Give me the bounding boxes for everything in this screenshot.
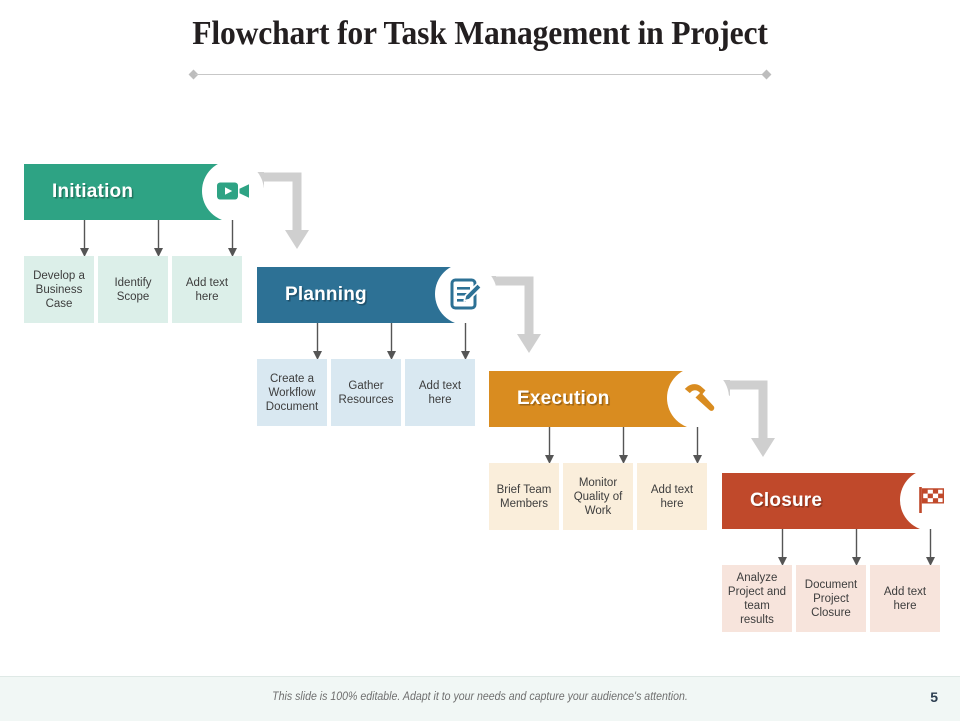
tick-arrow-planning-3: [460, 323, 471, 361]
page-title: Flowchart for Task Management in Project: [192, 15, 768, 52]
phase-initiation-item-3[interactable]: Add text here: [172, 256, 242, 323]
phase-execution-label: Execution: [517, 388, 610, 409]
phase-initiation-item-1[interactable]: Develop a Business Case: [24, 256, 94, 323]
tick-arrow-initiation-2: [153, 220, 164, 258]
phase-execution-item-3[interactable]: Add text here: [637, 463, 707, 530]
phase-initiation-label: Initiation: [52, 181, 134, 202]
phase-closure-item-2[interactable]: Document Project Closure: [796, 565, 866, 632]
phase-execution-item-1[interactable]: Brief Team Members: [489, 463, 559, 530]
phase-closure-item-3[interactable]: Add text here: [870, 565, 940, 632]
tick-arrow-closure-3: [925, 529, 936, 567]
tick-arrow-planning-2: [386, 323, 397, 361]
phase-planning[interactable]: Planning: [257, 263, 512, 432]
document-pencil-icon: [435, 263, 497, 325]
phase-closure-label: Closure: [750, 490, 823, 511]
phase-closure-item-1[interactable]: Analyze Project and team results: [722, 565, 792, 632]
phase-planning-label: Planning: [285, 284, 367, 305]
phase-execution-item-2[interactable]: Monitor Quality of Work: [563, 463, 633, 530]
tick-arrow-execution-1: [544, 427, 555, 465]
phase-closure-band[interactable]: Closure: [722, 473, 940, 529]
flowchart-stage: Initiation: [24, 160, 960, 638]
phase-initiation-item-2[interactable]: Identify Scope: [98, 256, 168, 323]
phase-closure[interactable]: Closure: [722, 469, 960, 638]
tick-arrow-execution-2: [618, 427, 629, 465]
tick-arrow-closure-2: [851, 529, 862, 567]
phase-planning-item-2[interactable]: Gather Resources: [331, 359, 401, 426]
page-number: 5: [930, 689, 938, 705]
phase-planning-item-3[interactable]: Add text here: [405, 359, 475, 426]
tick-arrow-execution-3: [692, 427, 703, 465]
tick-arrow-initiation-1: [79, 220, 90, 258]
title-divider: [188, 69, 772, 80]
phase-execution[interactable]: Execution: [489, 367, 744, 536]
video-camera-icon: [202, 160, 264, 222]
tick-arrow-closure-1: [777, 529, 788, 567]
phase-initiation[interactable]: Initiation: [24, 160, 279, 329]
divider-rule: [195, 74, 765, 75]
slide-footer: This slide is 100% editable. Adapt it to…: [0, 676, 960, 721]
title-block: Flowchart for Task Management in Project: [0, 14, 960, 54]
checkered-flag-icon: [900, 469, 960, 531]
phase-planning-item-1[interactable]: Create a Workflow Document: [257, 359, 327, 426]
tick-arrow-planning-1: [312, 323, 323, 361]
hammer-icon: [667, 367, 729, 429]
tick-arrow-initiation-3: [227, 220, 238, 258]
footer-note: This slide is 100% editable. Adapt it to…: [272, 691, 688, 703]
